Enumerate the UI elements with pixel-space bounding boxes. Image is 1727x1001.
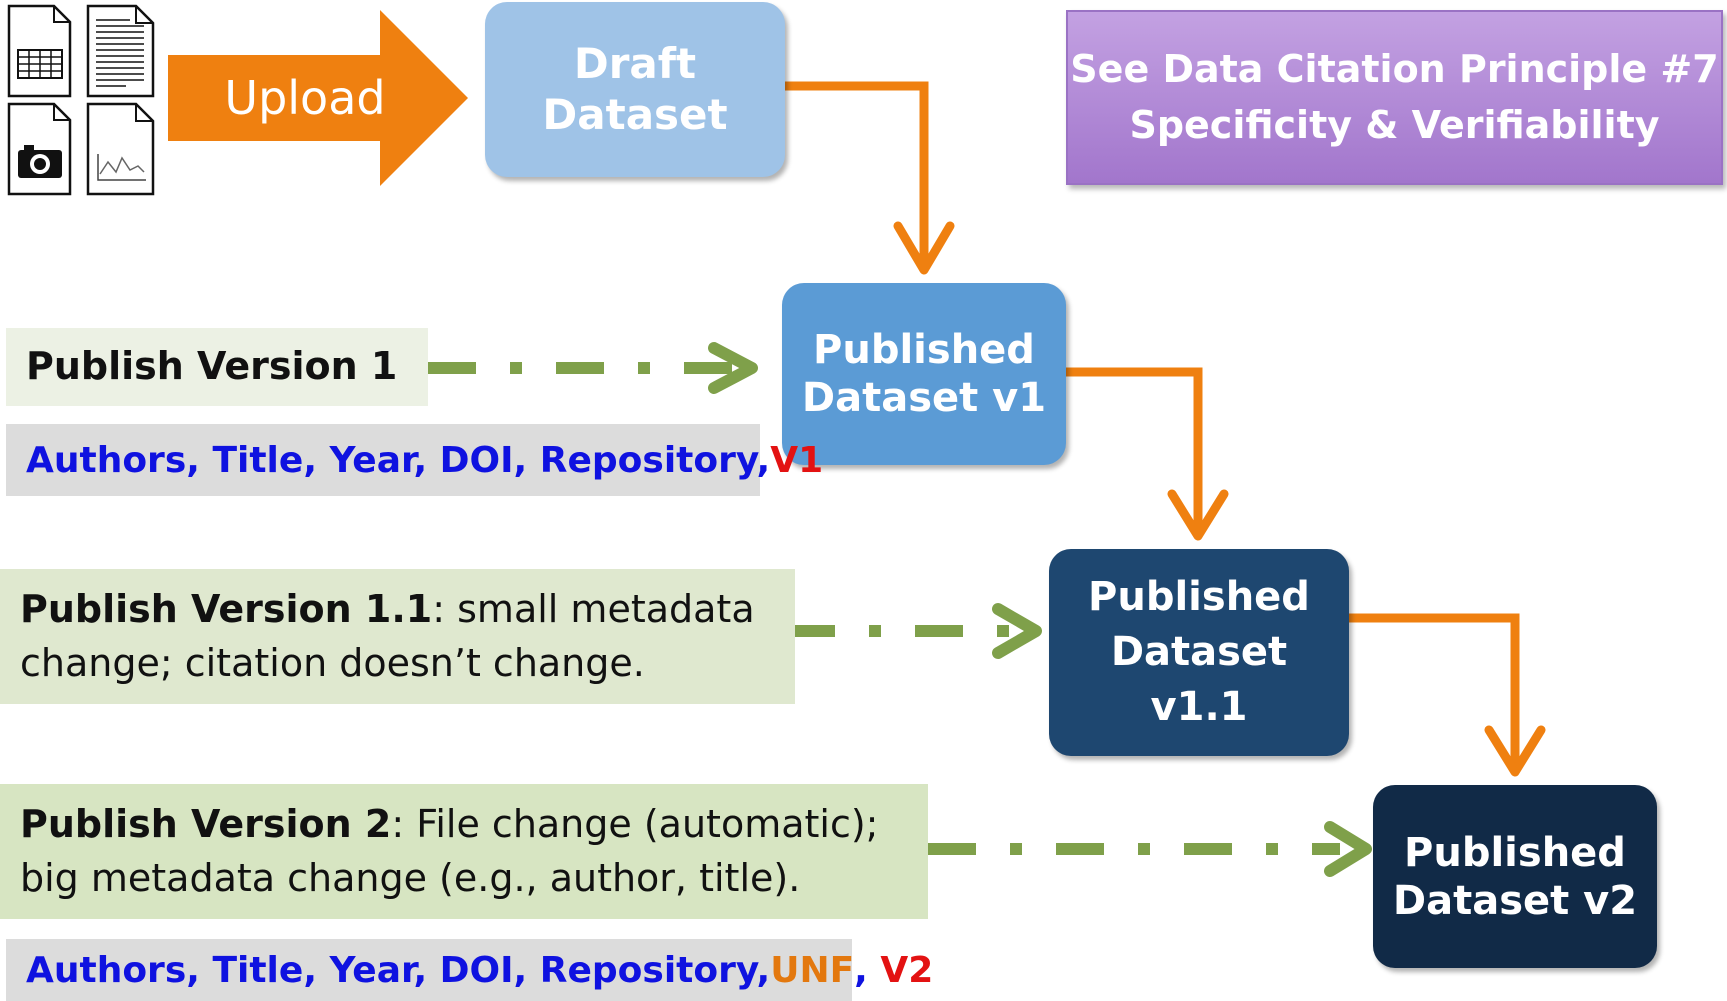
principle-box: See Data Citation Principle #7 Specifici… bbox=[1066, 10, 1723, 185]
v1-citation-version: V1 bbox=[770, 439, 824, 481]
v2-label-bold: Publish Version 2 bbox=[20, 801, 392, 846]
v11-label-line2: change; citation doesn’t change. bbox=[20, 640, 645, 685]
camera-icon bbox=[7, 102, 72, 196]
orange-connector-v1-to-v11 bbox=[1066, 367, 1203, 536]
orange-arrowhead-v1 bbox=[893, 221, 955, 275]
green-arrowhead-v11 bbox=[992, 603, 1042, 659]
v2-box-line1: Published bbox=[1404, 829, 1626, 876]
green-arrowhead-v2 bbox=[1324, 821, 1372, 877]
published-dataset-v2-box: Published Dataset v2 bbox=[1373, 785, 1657, 968]
principle-line2: Specificity & Verifiability bbox=[1129, 102, 1660, 147]
v2-citation-unf: UNF bbox=[770, 949, 855, 991]
published-dataset-v11-box: Published Dataset v1.1 bbox=[1049, 549, 1349, 756]
draft-line2: Dataset bbox=[542, 89, 728, 139]
v2-box-line2: Dataset v2 bbox=[1392, 877, 1638, 924]
v11-box-line1: Published bbox=[1088, 573, 1310, 620]
spreadsheet-icon bbox=[7, 4, 72, 98]
publish-version-11-label: Publish Version 1.1: small metadata chan… bbox=[0, 569, 795, 704]
v2-citation-fields: Authors, Title, Year, DOI, Repository, bbox=[26, 949, 771, 991]
orange-connector-v11-to-v2 bbox=[1349, 613, 1520, 772]
v11-label-rest: : small metadata bbox=[432, 586, 755, 631]
publish-version-1-label: Publish Version 1 bbox=[6, 328, 428, 406]
upload-label: Upload bbox=[224, 71, 386, 125]
v11-box-line2: Dataset bbox=[1110, 628, 1288, 675]
v2-citation-version: V2 bbox=[880, 949, 934, 991]
chart-icon bbox=[86, 102, 155, 196]
orange-arrowhead-v11 bbox=[1167, 489, 1229, 541]
file-icons bbox=[7, 4, 155, 196]
orange-connector-draft-to-v1 bbox=[785, 81, 929, 270]
v2-label-rest: : File change (automatic); bbox=[391, 801, 879, 846]
draft-dataset-box: Draft Dataset bbox=[485, 2, 785, 177]
v2-label-line2: big metadata change (e.g., author, title… bbox=[20, 855, 801, 900]
green-arrowhead-v1 bbox=[708, 342, 758, 394]
v11-box-line3: v1.1 bbox=[1150, 684, 1248, 731]
v1-box-line1: Published bbox=[813, 327, 1035, 373]
upload-arrow bbox=[168, 10, 468, 186]
published-dataset-v1-box: Published Dataset v1 bbox=[782, 283, 1066, 465]
v1-box-line2: Dataset v1 bbox=[801, 375, 1047, 421]
v1-citation-fields: Authors, Title, Year, DOI, Repository, bbox=[26, 439, 771, 481]
v1-label-bold: Publish Version 1 bbox=[26, 344, 398, 389]
orange-arrowhead-v2 bbox=[1484, 725, 1546, 777]
draft-line1: Draft bbox=[573, 39, 697, 89]
citation-v2: Authors, Title, Year, DOI, Repository, U… bbox=[6, 939, 933, 1001]
principle-line1: See Data Citation Principle #7 bbox=[1070, 47, 1719, 92]
document-icon bbox=[86, 4, 155, 98]
v2-citation-comma: , bbox=[854, 949, 881, 991]
v11-label-bold: Publish Version 1.1 bbox=[20, 586, 433, 631]
citation-v1: Authors, Title, Year, DOI, Repository, V… bbox=[6, 424, 823, 496]
publish-version-2-label: Publish Version 2: File change (automati… bbox=[0, 784, 928, 919]
